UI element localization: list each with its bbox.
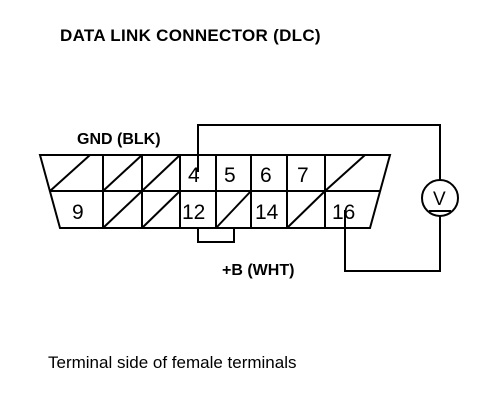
b-label: +B (WHT) <box>222 262 294 279</box>
diagram-title: DATA LINK CONNECTOR (DLC) <box>60 26 321 45</box>
pin-16: 16 <box>332 201 355 224</box>
pin-7: 7 <box>297 164 309 187</box>
caption: Terminal side of female terminals <box>48 353 297 372</box>
pin-14: 14 <box>255 201 279 224</box>
b-wire <box>344 210 441 272</box>
voltmeter-symbol: V <box>433 189 446 210</box>
connector-outline <box>38 154 392 229</box>
gnd-wire <box>197 124 441 180</box>
voltmeter <box>421 179 459 217</box>
pin-12: 12 <box>182 201 205 224</box>
connector-tab <box>197 228 235 243</box>
pin-4: 4 <box>188 164 200 187</box>
pin-6: 6 <box>260 164 272 187</box>
gnd-label: GND (BLK) <box>77 131 161 148</box>
pin-5: 5 <box>224 164 236 187</box>
pin-9: 9 <box>72 201 84 224</box>
